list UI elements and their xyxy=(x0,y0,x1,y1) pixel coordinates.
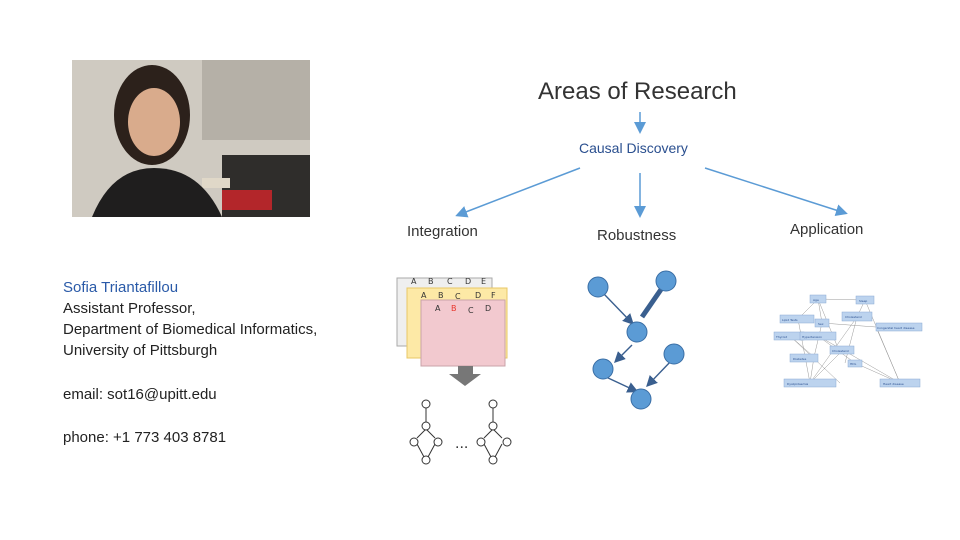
area-application: Application xyxy=(790,221,864,238)
graph-right-node-e xyxy=(502,437,512,447)
layer2-label-a: A xyxy=(421,291,427,300)
layer3-label-c: C xyxy=(468,306,474,315)
app-node-hdl-label: HDL xyxy=(850,362,857,366)
app-node-age-label: Age xyxy=(813,298,819,302)
app-node-sleep-label: Sleep xyxy=(859,299,867,303)
app-node-hypertension xyxy=(799,331,837,341)
graph-right-node-d xyxy=(488,455,498,465)
app-node-dyslipidaemia-label: Dyslipidaemia xyxy=(787,382,808,386)
app-node-hdl xyxy=(847,359,863,368)
layer2-label-b: B xyxy=(438,291,444,300)
bio-title: Assistant Professor, xyxy=(63,300,196,317)
arrow-to-integration xyxy=(455,167,581,218)
robust-node-4 xyxy=(592,358,614,380)
app-node-cholesterol-label: Cholesterol xyxy=(845,315,862,319)
page-title: Areas of Research xyxy=(538,78,737,105)
robust-node-6 xyxy=(630,388,652,410)
app-node-heart xyxy=(879,378,921,388)
layer2-label-f: F xyxy=(491,291,496,300)
graph-left-node-a xyxy=(421,399,431,409)
layer3-label-b: B xyxy=(451,304,457,313)
graph-right-node-a xyxy=(488,399,498,409)
integration-figure: A B C D E A B C D F A B C D ... xyxy=(396,277,512,465)
profile-photo xyxy=(72,60,310,217)
app-node-sex-label: Sex xyxy=(818,322,824,326)
phone-line: phone: +1 773 403 8781 xyxy=(63,429,227,446)
robustness-figure xyxy=(587,270,685,410)
layer2-label-c: C xyxy=(455,292,461,301)
app-node-dyslipidaemia xyxy=(783,378,837,388)
layer1-label-e: E xyxy=(481,277,486,286)
robust-node-1 xyxy=(587,276,609,298)
app-node-lipid xyxy=(779,314,815,324)
graph-left-node-b xyxy=(421,421,431,431)
graph-left-node-d xyxy=(421,455,431,465)
app-node-cholesterol-2-label: Cholesterol xyxy=(832,349,849,353)
robust-node-2 xyxy=(655,270,677,292)
app-node-hypertension-label: Hypertension xyxy=(802,335,822,339)
area-robustness: Robustness xyxy=(597,227,677,244)
graph-left-node-e xyxy=(433,437,443,447)
app-node-heart-label: Heart disease xyxy=(883,382,904,386)
app-node-lipid-label: Lipid Tests xyxy=(782,318,798,322)
app-graph-nodes xyxy=(773,294,923,388)
bio-university: University of Pittsburgh xyxy=(63,342,218,359)
person-name: Sofia Triantafillou xyxy=(63,279,179,296)
app-node-sex xyxy=(814,318,830,328)
app-node-age xyxy=(809,294,827,304)
layer1-label-b: B xyxy=(428,277,434,286)
arrow-to-application xyxy=(704,167,848,216)
layer2-label-d: D xyxy=(475,291,481,300)
graph-right-node-c xyxy=(476,437,486,447)
layer1-label-c: C xyxy=(447,277,453,286)
down-arrow-icon xyxy=(449,366,481,386)
robust-node-5 xyxy=(663,343,685,365)
bio-department: Department of Biomedical Informatics, xyxy=(63,321,318,338)
app-node-thyroid-label: Thyroid xyxy=(775,335,787,339)
app-node-sleep xyxy=(855,295,875,305)
app-node-diabetes-label: Diabetes xyxy=(793,357,807,361)
robust-node-3 xyxy=(626,321,648,343)
layer1-label-a: A xyxy=(411,277,417,286)
graph-left-node-c xyxy=(409,437,419,447)
layer1-label-d: D xyxy=(465,277,471,286)
area-integration: Integration xyxy=(407,223,478,240)
section-subtitle: Causal Discovery xyxy=(579,140,688,156)
graph-right xyxy=(476,399,512,465)
email-line[interactable]: email: sot16@upitt.edu xyxy=(63,386,217,403)
layer3-label-d: D xyxy=(485,304,491,313)
app-node-chd xyxy=(875,322,923,332)
app-node-diabetes xyxy=(789,353,819,363)
ellipsis: ... xyxy=(455,435,468,452)
app-node-chd-label: Congenital heart disease xyxy=(877,326,915,330)
application-figure: Age Sleep Lipid Tests Cholesterol Sex Co… xyxy=(773,294,923,388)
layer3-label-a: A xyxy=(435,304,441,313)
graph-left xyxy=(409,399,443,465)
graph-right-node-b xyxy=(488,421,498,431)
data-layer-3 xyxy=(420,299,506,367)
app-node-cholesterol xyxy=(841,311,873,322)
app-node-cholesterol-2 xyxy=(829,345,855,355)
